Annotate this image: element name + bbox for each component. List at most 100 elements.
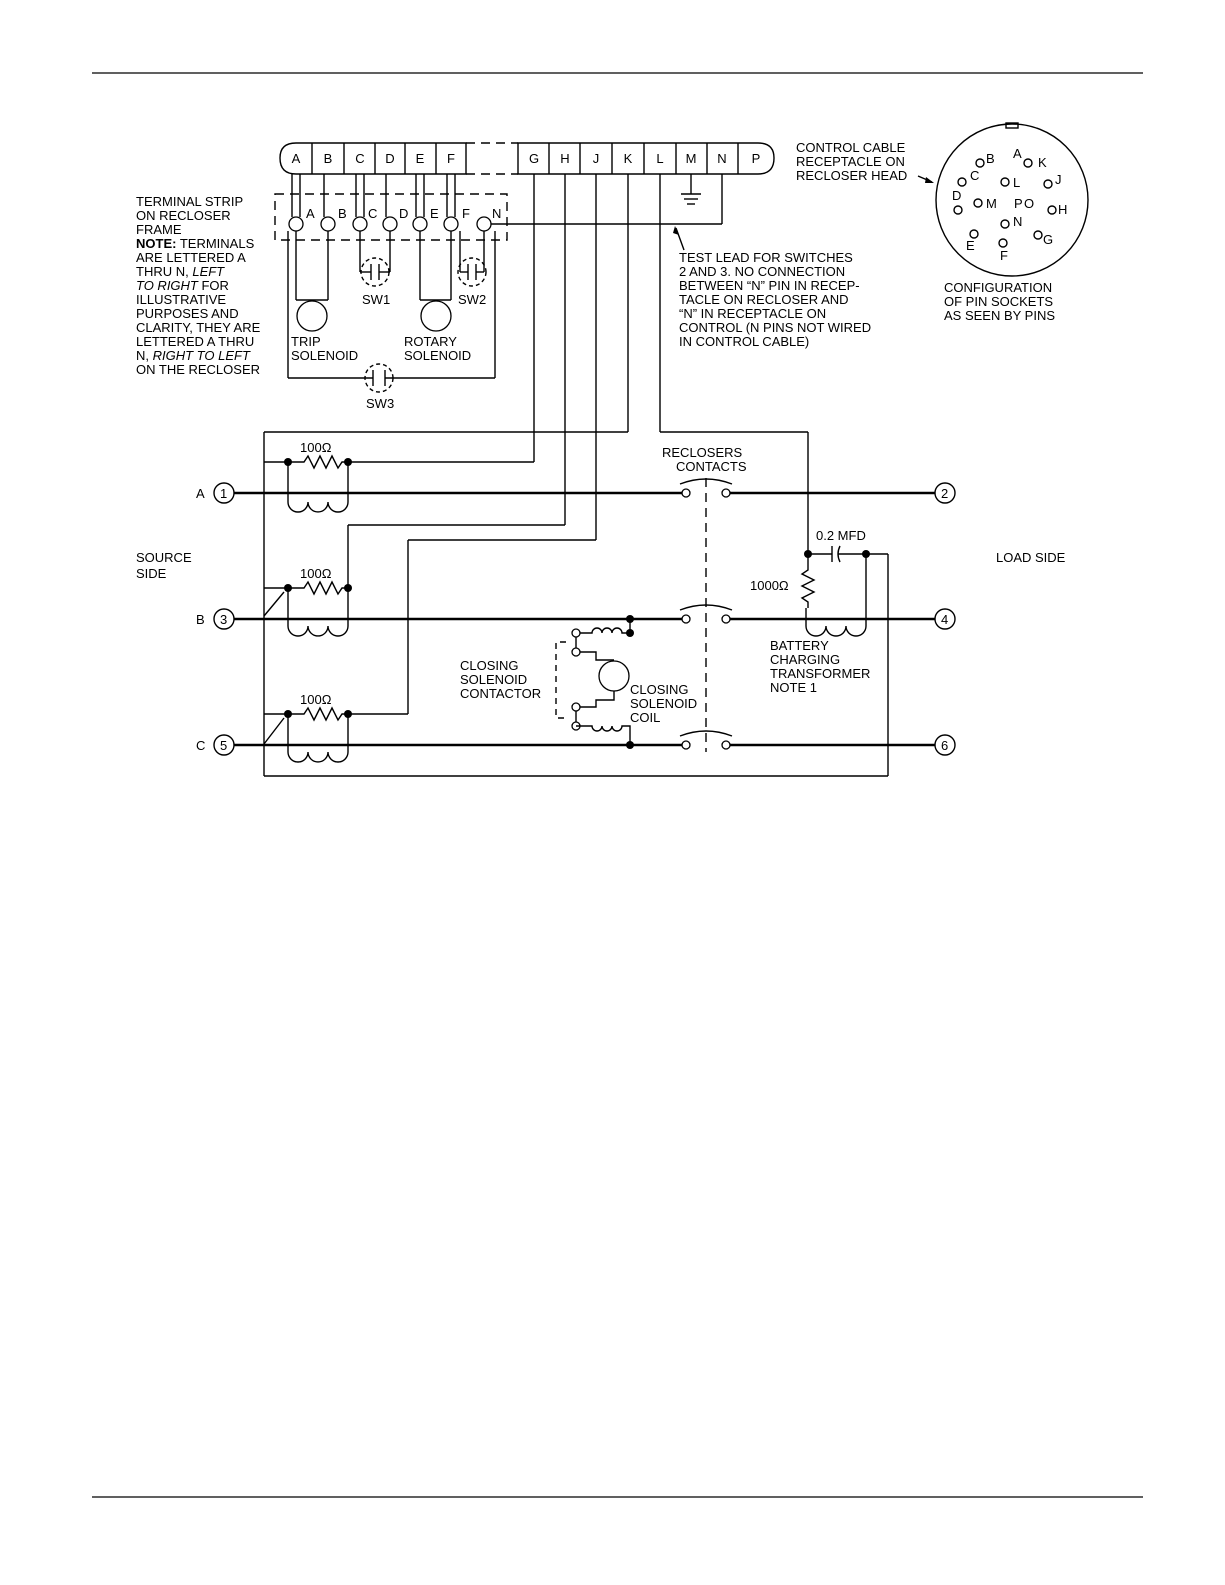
contacts-label-line: RECLOSERS	[662, 445, 743, 460]
sw1-label: SW1	[362, 292, 390, 307]
receptacle-label-line: RECLOSER HEAD	[796, 168, 907, 183]
terminal-e	[412, 216, 428, 232]
contacts-label-line: CONTACTS	[676, 459, 747, 474]
closing-coil-label-line: CLOSING	[630, 682, 689, 697]
terminal-note-line: NOTE: TERMINALS	[136, 236, 255, 251]
receptacle-pin-label: H	[560, 151, 569, 166]
terminal-note-heading: NOTE:	[136, 236, 176, 251]
terminal-a	[288, 216, 304, 232]
terminal-strip: A B C D E F N	[274, 193, 508, 241]
test-lead-note-line: BETWEEN “N” PIN IN RECEP-	[679, 278, 860, 293]
pin-socket-configuration: B A K C L J D M PO H N E O G F CONFIGURA…	[935, 122, 1089, 323]
phase-a-current-transformer: 100Ω	[284, 440, 352, 513]
contactor-label-line: CONTACTOR	[460, 686, 541, 701]
pin-socket-label: M	[986, 196, 997, 211]
sw2-label: SW2	[458, 292, 486, 307]
capacitor-label: 0.2 MFD	[816, 528, 866, 543]
switch-sw1: SW1	[359, 231, 391, 307]
control-wires	[264, 174, 809, 714]
terminal-label: D	[399, 206, 408, 221]
closing-solenoid-contactor: CLOSING SOLENOID CONTACTOR CLOSING SOLEN…	[460, 615, 697, 749]
phase-b-line: B 3 4	[196, 604, 956, 630]
battery-transformer-label-line: BATTERY	[770, 638, 829, 653]
terminal-strip-label-line: TERMINAL STRIP	[136, 194, 243, 209]
test-lead-note: TEST LEAD FOR SWITCHES 2 AND 3. NO CONNE…	[673, 226, 871, 349]
rotary-solenoid-label: SOLENOID	[404, 348, 471, 363]
battery-charging-transformer: 0.2 MFD 1000Ω BATTERY CHARGING TRANSFORM…	[750, 528, 888, 695]
terminal-note-line: TO RIGHT FOR	[136, 278, 229, 293]
test-lead-wire	[491, 174, 723, 225]
pin-socket-label: J	[1055, 172, 1062, 187]
terminal-label: F	[462, 206, 470, 221]
terminal-b	[320, 216, 336, 232]
load-resistor-label: 1000Ω	[750, 578, 789, 593]
receptacle-pin-label: L	[656, 151, 663, 166]
pin-config-label-line: AS SEEN BY PINS	[944, 308, 1055, 323]
terminal-d	[382, 216, 398, 232]
terminal-label: B	[338, 206, 347, 221]
test-lead-note-line: TACLE ON RECLOSER AND	[679, 292, 849, 307]
battery-transformer-label-line: NOTE 1	[770, 680, 817, 695]
receptacle-pin-label: A	[292, 151, 301, 166]
pin-socket-label: P	[1014, 196, 1023, 211]
phase-label: C	[196, 738, 205, 753]
test-lead-note-line: “N” IN RECEPTACLE ON	[679, 306, 826, 321]
load-terminal-number: 2	[941, 486, 948, 501]
pin-config-label-line: OF PIN SOCKETS	[944, 294, 1053, 309]
receptacle-pin-label: K	[624, 151, 633, 166]
load-terminal-number: 4	[941, 612, 948, 627]
load-terminal-number: 6	[941, 738, 948, 753]
receptacle-label: CONTROL CABLE RECEPTACLE ON RECLOSER HEA…	[796, 140, 934, 183]
receptacle-terminal-wires	[291, 174, 456, 217]
phase-a-line: A 1 2	[196, 478, 956, 504]
resistor-value: 100Ω	[300, 440, 332, 455]
test-lead-note-line: 2 AND 3. NO CONNECTION	[679, 264, 845, 279]
terminal-note: NOTE: TERMINALS ARE LETTERED A THRU N, L…	[136, 236, 261, 377]
receptacle-pin-label: J	[593, 151, 600, 166]
terminal-note-line: LETTERED A THRU	[136, 334, 254, 349]
test-lead-note-line: CONTROL (N PINS NOT WIRED	[679, 320, 871, 335]
rotary-solenoid: ROTARY SOLENOID	[404, 231, 471, 363]
receptacle-pin-label: E	[416, 151, 425, 166]
receptacle-pin-label: C	[355, 151, 364, 166]
terminal-strip-label-line: FRAME	[136, 222, 182, 237]
resistor-value: 100Ω	[300, 566, 332, 581]
terminal-note-line: ILLUSTRATIVE	[136, 292, 226, 307]
receptacle-pin-label: D	[385, 151, 394, 166]
sw3-label: SW3	[366, 396, 394, 411]
receptacle-pin-label: F	[447, 151, 455, 166]
rotary-solenoid-label: ROTARY	[404, 334, 457, 349]
resistor-value: 100Ω	[300, 692, 332, 707]
terminal-note-line: CLARITY, THEY ARE	[136, 320, 261, 335]
contactor-label-line: SOLENOID	[460, 672, 527, 687]
pin-config-label-line: CONFIGURATION	[944, 280, 1052, 295]
trip-solenoid-label: TRIP	[291, 334, 321, 349]
ground-icon	[681, 174, 701, 205]
phase-label: A	[196, 486, 205, 501]
recloser-contacts: RECLOSERS CONTACTS	[662, 445, 747, 752]
phase-c-line: C 5 6	[196, 730, 956, 756]
phase-b-current-transformer: 100Ω	[263, 566, 352, 637]
terminal-f	[443, 216, 459, 232]
receptacle-pin-label: G	[529, 151, 539, 166]
receptacle-pin-label: M	[686, 151, 697, 166]
terminal-note-line: ARE LETTERED A	[136, 250, 246, 265]
terminal-label: E	[430, 206, 439, 221]
closing-coil-label-line: COIL	[630, 710, 660, 725]
pin-socket-label: E	[966, 238, 975, 253]
terminal-note-line: THRU N, LEFT	[136, 264, 225, 279]
source-side-label: SOURCE	[136, 550, 192, 565]
terminal-label: C	[368, 206, 377, 221]
pin-socket-label: F	[1000, 248, 1008, 263]
pin-socket-label: N	[1013, 214, 1022, 229]
source-common-wire	[263, 432, 889, 777]
terminal-n	[476, 216, 492, 232]
terminal-label: A	[306, 206, 315, 221]
test-lead-note-line: TEST LEAD FOR SWITCHES	[679, 250, 853, 265]
pin-socket-label: G	[1043, 232, 1053, 247]
receptacle-pin-label: B	[324, 151, 333, 166]
trip-solenoid-label: SOLENOID	[291, 348, 358, 363]
phase-label: B	[196, 612, 205, 627]
